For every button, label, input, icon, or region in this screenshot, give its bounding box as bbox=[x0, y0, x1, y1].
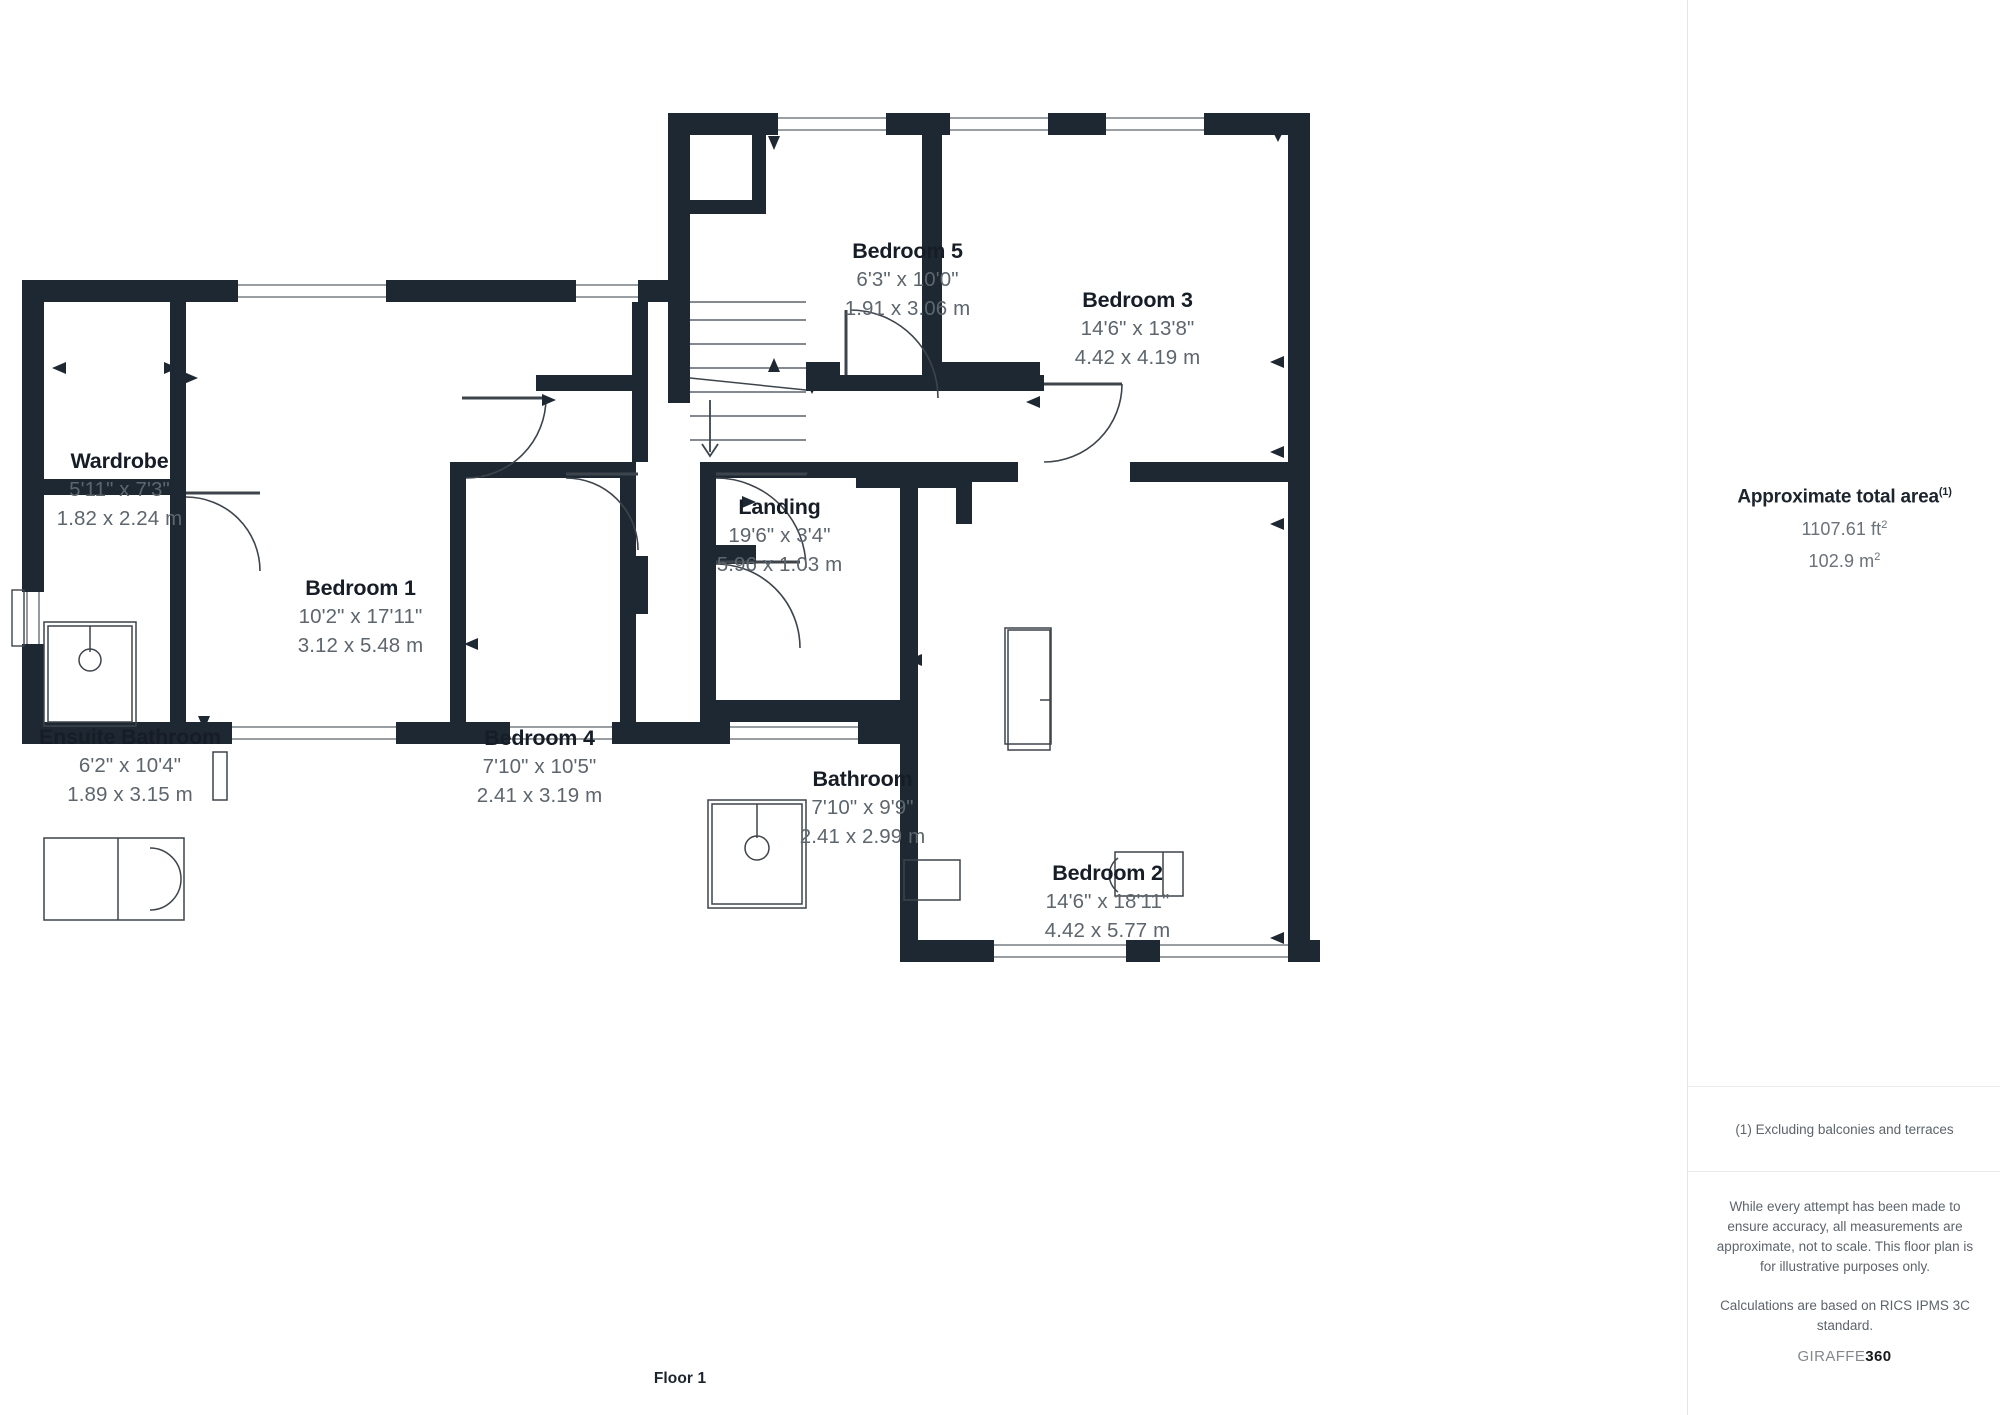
room-dims-metric: 4.42 x 4.19 m bbox=[1074, 346, 1201, 369]
room-label-ensuite-bathroom: Ensuite Bathroom 6'2" x 10'4" 1.89 x 3.1… bbox=[0, 724, 264, 809]
room-name: Bedroom 2 bbox=[1052, 861, 1163, 885]
room-dims-metric: 1.91 x 3.06 m bbox=[844, 297, 971, 320]
footnote-text: (1) Excluding balconies and terraces bbox=[1735, 1121, 1954, 1137]
room-name: Bedroom 5 bbox=[852, 239, 963, 263]
room-label-bedroom4: Bedroom 4 7'10" x 10'5" 2.41 x 3.19 m bbox=[432, 725, 647, 810]
door-swing bbox=[715, 477, 807, 569]
room-label-wardrobe: Wardrobe 5'11" x 7'3" 1.82 x 2.24 m bbox=[12, 448, 227, 533]
room-dims-imperial: 14'6" x 18'11" bbox=[1045, 890, 1170, 913]
footnote-marker: (1) bbox=[1938, 486, 1952, 498]
window bbox=[1160, 940, 1288, 962]
total-area-sqft: 1107.61 ft2 bbox=[1688, 519, 2000, 540]
floor-plan-canvas bbox=[11, 113, 1320, 962]
total-area-sqm: 102.9 m2 bbox=[1688, 551, 2000, 572]
door-swing bbox=[185, 496, 261, 572]
door-swing bbox=[849, 309, 939, 399]
room-label-bedroom1: Bedroom 1 10'2" x 17'11" 3.12 x 5.48 m bbox=[253, 575, 468, 660]
room-dims-imperial: 7'10" x 9'9" bbox=[811, 796, 914, 819]
doors bbox=[185, 309, 1123, 649]
shower-tray bbox=[43, 621, 137, 727]
door-swing bbox=[465, 397, 547, 479]
window bbox=[1106, 113, 1204, 135]
room-dims-imperial: 5'11" x 7'3" bbox=[69, 478, 170, 501]
room-dims-metric: 5.96 x 1.03 m bbox=[716, 553, 843, 576]
total-area-title-text: Approximate total area bbox=[1737, 486, 1939, 508]
room-dims-imperial: 14'6" x 13'8" bbox=[1080, 317, 1195, 340]
room-dims-imperial: 6'3" x 10'0" bbox=[856, 268, 959, 291]
room-dims-imperial: 19'6" x 3'4" bbox=[728, 524, 831, 547]
floor-label: Floor 1 bbox=[653, 1370, 707, 1387]
room-dims-metric: 3.12 x 5.48 m bbox=[297, 634, 424, 657]
window bbox=[510, 722, 612, 744]
dimension-markers bbox=[52, 130, 1284, 944]
shower-tray bbox=[707, 799, 807, 909]
walls bbox=[22, 113, 1320, 962]
door-swing bbox=[972, 490, 1056, 574]
room-label-bedroom5: Bedroom 5 6'3" x 10'0" 1.91 x 3.06 m bbox=[800, 238, 1015, 323]
total-area-block: Approximate total area(1) 1107.61 ft2 10… bbox=[1688, 486, 2000, 572]
window bbox=[730, 722, 858, 744]
total-area-sqm-value: 102.9 m bbox=[1808, 551, 1875, 572]
room-name: Wardrobe bbox=[70, 449, 169, 473]
room-name: Bedroom 3 bbox=[1082, 288, 1193, 312]
room-dims-metric: 1.82 x 2.24 m bbox=[56, 507, 183, 530]
room-name: Landing bbox=[738, 495, 821, 519]
cabinet bbox=[903, 859, 961, 901]
room-label-bedroom3: Bedroom 3 14'6" x 13'8" 4.42 x 4.19 m bbox=[1030, 287, 1245, 372]
giraffe360-logo: GIRAFFE360 bbox=[1688, 1348, 2000, 1365]
window bbox=[994, 940, 1126, 962]
disclaimer-accuracy: While every attempt has been made to ens… bbox=[1716, 1199, 1974, 1274]
room-name: Ensuite Bathroom bbox=[39, 725, 221, 749]
total-area-sqft-value: 1107.61 ft bbox=[1801, 519, 1882, 540]
info-sidebar: Approximate total area(1) 1107.61 ft2 10… bbox=[1687, 0, 2000, 1415]
room-dims-metric: 2.41 x 3.19 m bbox=[476, 784, 603, 807]
room-dims-metric: 4.42 x 5.77 m bbox=[1044, 919, 1171, 942]
windows bbox=[11, 113, 1288, 962]
room-label-landing: Landing 19'6" x 3'4" 5.96 x 1.03 m bbox=[672, 494, 887, 579]
door-swing bbox=[1043, 383, 1123, 463]
brand-name-light: GIRAFFE bbox=[1797, 1348, 1866, 1365]
room-dims-metric: 2.41 x 2.99 m bbox=[799, 825, 926, 848]
disclaimer-standard: Calculations are based on RICS IPMS 3C s… bbox=[1720, 1298, 1970, 1333]
footnote-row: (1) Excluding balconies and terraces bbox=[1688, 1086, 2000, 1172]
room-label-bedroom2: Bedroom 2 14'6" x 18'11" 4.42 x 5.77 m bbox=[1000, 860, 1215, 945]
brand-name-bold: 360 bbox=[1865, 1348, 1892, 1365]
window bbox=[238, 280, 386, 302]
stairs bbox=[689, 301, 807, 462]
sqm-exponent: 2 bbox=[1874, 551, 1881, 564]
window bbox=[232, 722, 396, 744]
door-swing bbox=[715, 563, 801, 649]
basin bbox=[212, 751, 228, 801]
room-dims-metric: 1.89 x 3.15 m bbox=[67, 783, 193, 806]
window bbox=[576, 280, 638, 302]
room-name: Bedroom 1 bbox=[305, 576, 416, 600]
sqft-exponent: 2 bbox=[1881, 519, 1888, 532]
room-dims-imperial: 7'10" x 10'5" bbox=[482, 755, 597, 778]
window bbox=[950, 113, 1048, 135]
window bbox=[778, 113, 886, 135]
floor-plan-drawing bbox=[11, 113, 1320, 962]
room-name: Bedroom 4 bbox=[484, 726, 595, 750]
disclaimer-block: While every attempt has been made to ens… bbox=[1710, 1197, 1980, 1336]
fixtures bbox=[43, 621, 1184, 921]
total-area-title: Approximate total area(1) bbox=[1688, 486, 2000, 508]
vanity bbox=[1007, 629, 1051, 751]
window bbox=[11, 589, 44, 647]
toilet bbox=[1108, 851, 1184, 897]
room-label-bathroom: Bathroom 7'10" x 9'9" 2.41 x 2.99 m bbox=[755, 766, 970, 851]
bathtub bbox=[43, 837, 185, 921]
door-swing bbox=[565, 477, 639, 551]
room-dims-imperial: 6'2" x 10'4" bbox=[78, 754, 182, 777]
room-dims-imperial: 10'2" x 17'11" bbox=[298, 605, 423, 628]
room-name: Bathroom bbox=[812, 767, 913, 791]
wall-unit bbox=[1004, 627, 1052, 745]
